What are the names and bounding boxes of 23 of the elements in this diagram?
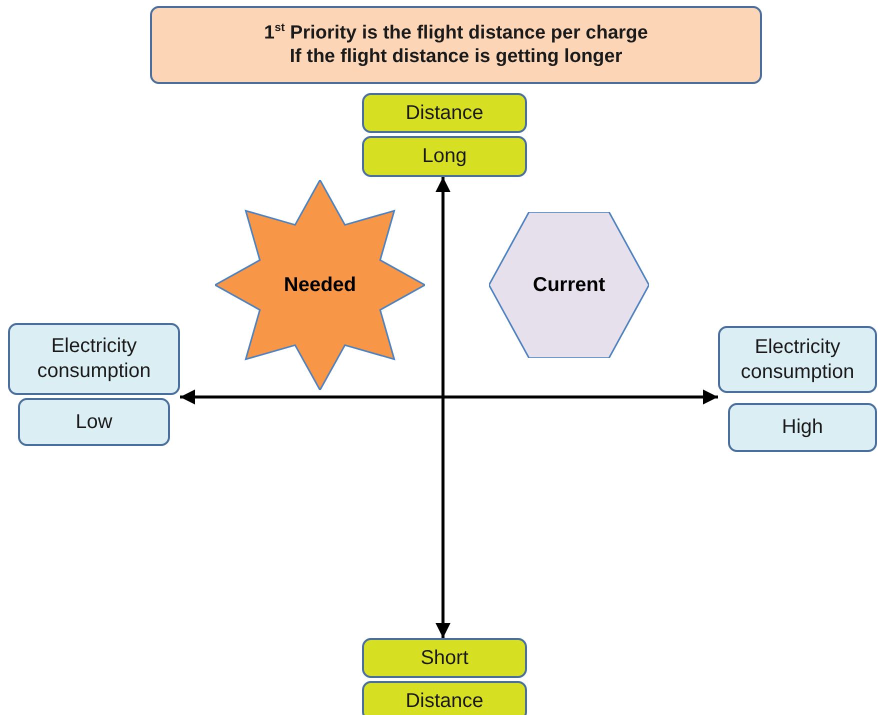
- axis-arrow: [436, 177, 450, 638]
- axis-arrow: [180, 390, 718, 404]
- node-text: Electricity consumption: [740, 334, 856, 384]
- node-text: Short: [420, 646, 468, 670]
- label-box: [150, 6, 762, 84]
- node-text: Distance: [406, 100, 484, 126]
- node-text: If the flight distance is getting longer: [290, 45, 622, 69]
- label-box: [8, 323, 180, 395]
- label-box: [728, 403, 877, 452]
- label-box: [18, 398, 170, 446]
- node-text: Distance: [406, 688, 484, 714]
- node-text: High: [782, 415, 824, 440]
- node-text: Long: [422, 144, 467, 169]
- label-box: [362, 93, 527, 133]
- node-text: Current: [532, 272, 606, 298]
- label-box: [362, 638, 527, 678]
- label-box: [718, 326, 877, 393]
- node-text: Electricity consumption: [36, 334, 152, 384]
- node-text: 1$^{st}$ Priority is the flight distance per charge: [264, 21, 648, 46]
- node-text: Needed: [284, 272, 356, 298]
- node-text: Low: [76, 410, 112, 434]
- label-box: [362, 681, 527, 715]
- label-box: [362, 136, 527, 177]
